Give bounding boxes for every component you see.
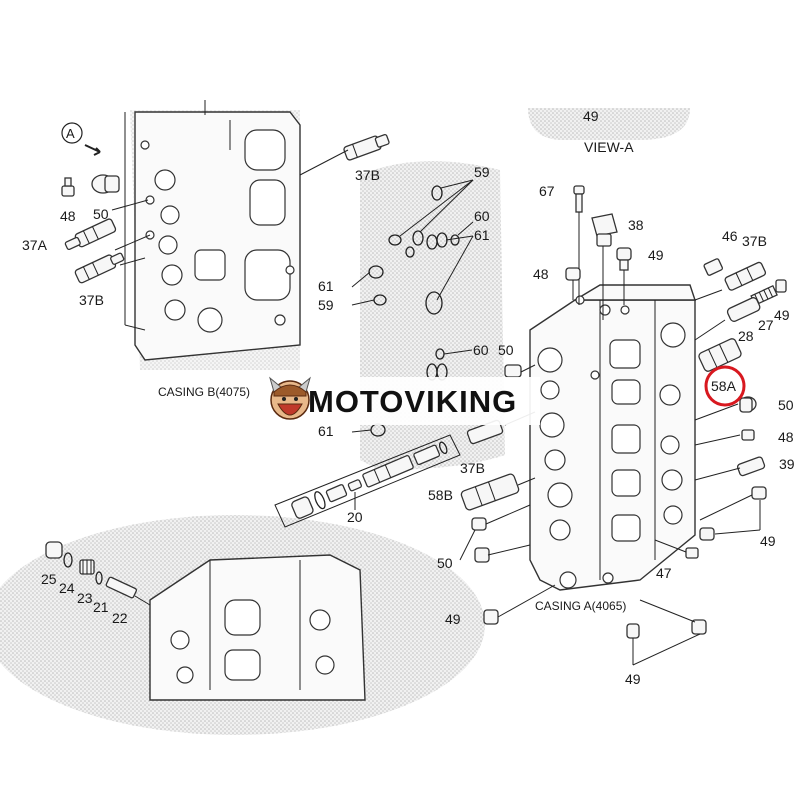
viking-mascot-icon xyxy=(269,376,311,420)
callout-49-top: 49 xyxy=(648,247,664,263)
casing-a-label: CASING A(4065) xyxy=(535,599,626,613)
callout-50-left: 50 xyxy=(93,206,109,222)
casing-b-block xyxy=(124,100,301,361)
callout-61-top: 61 xyxy=(474,227,490,243)
callout-39: 39 xyxy=(779,456,795,472)
view-a-marker-circle xyxy=(61,122,83,144)
callout-21: 21 xyxy=(93,599,109,615)
callout-23: 23 xyxy=(77,590,93,606)
callout-22: 22 xyxy=(112,610,128,626)
view-a-part-label: 49 xyxy=(583,108,599,124)
callout-50-mid: 50 xyxy=(498,342,514,358)
callout-61-low: 61 xyxy=(318,423,334,439)
highlight-circle-58a xyxy=(704,365,746,407)
callout-60-mid: 60 xyxy=(473,342,489,358)
brand-name: MOTOVIKING xyxy=(308,384,517,419)
brand-logo: MOTOVIKING xyxy=(262,376,540,425)
callout-37b-mid: 37B xyxy=(460,460,485,476)
callout-46: 46 xyxy=(722,228,738,244)
callout-58b: 58B xyxy=(428,487,453,503)
labels: A 49 VIEW-A CASING B(4075) CASING A(4065… xyxy=(22,108,795,687)
callout-27: 27 xyxy=(758,317,774,333)
callout-60-top: 60 xyxy=(474,208,490,224)
spool-assembly-20 xyxy=(274,434,461,528)
view-a-shade xyxy=(528,108,690,140)
callout-37a: 37A xyxy=(22,237,48,253)
callout-24: 24 xyxy=(59,580,75,596)
callout-48-left: 48 xyxy=(60,208,76,224)
callout-38: 38 xyxy=(628,217,644,233)
callout-28: 28 xyxy=(738,328,754,344)
casing-a-fittings xyxy=(459,185,787,666)
callout-59-mid: 59 xyxy=(318,297,334,313)
callout-49-right: 49 xyxy=(774,307,790,323)
callout-48-top: 48 xyxy=(533,266,549,282)
center-o-rings xyxy=(351,179,474,437)
callout-50-right: 50 xyxy=(778,397,794,413)
casing-b-fittings xyxy=(61,122,390,284)
callout-37b-top: 37B xyxy=(355,167,380,183)
callout-58a: 58A xyxy=(711,378,737,394)
lower-casing-assembly xyxy=(45,541,366,701)
callout-20: 20 xyxy=(347,509,363,525)
callout-59-top: 59 xyxy=(474,164,490,180)
callout-37b-left: 37B xyxy=(79,292,104,308)
callout-50-bottom: 50 xyxy=(437,555,453,571)
callout-67: 67 xyxy=(539,183,555,199)
view-a-marker-label: A xyxy=(66,126,75,141)
callout-49-bottom-left: 49 xyxy=(445,611,461,627)
callout-49-right2: 49 xyxy=(760,533,776,549)
callout-48-right: 48 xyxy=(778,429,794,445)
view-a-title: VIEW-A xyxy=(584,139,634,155)
casing-b-label: CASING B(4075) xyxy=(158,385,250,399)
callout-49-bottom: 49 xyxy=(625,671,641,687)
callout-47: 47 xyxy=(656,565,672,581)
callout-25: 25 xyxy=(41,571,57,587)
callout-61-mid: 61 xyxy=(318,278,334,294)
casing-a-block xyxy=(529,284,696,591)
callout-37b-right: 37B xyxy=(742,233,767,249)
view-a-arrow-icon xyxy=(84,144,101,156)
